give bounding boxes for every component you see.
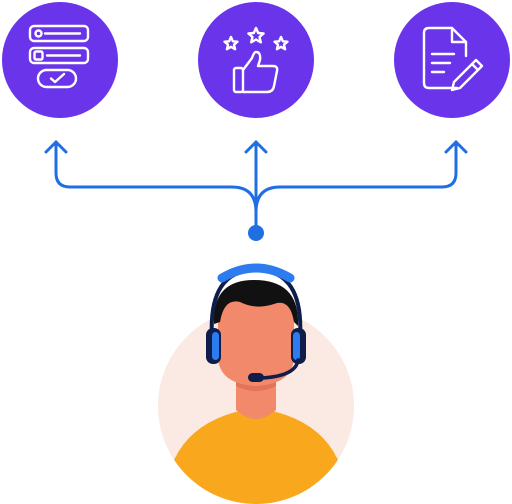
arrow-to-document: [254, 140, 458, 214]
hair: [213, 280, 299, 326]
arrow-to-form: [54, 140, 258, 214]
arrowhead-left: [44, 140, 68, 154]
support-agent: [150, 260, 362, 504]
support-agent-headset-icon: [158, 263, 354, 504]
thumbs-up-rating-icon: [198, 2, 314, 118]
arrowhead-right: [444, 140, 468, 154]
feature-badge-document: [392, 0, 512, 120]
document-edit-icon: [394, 2, 510, 118]
headset-mic: [248, 373, 264, 382]
shirt: [164, 408, 348, 504]
headset-mic-boom: [260, 358, 300, 380]
headset-band-top: [217, 263, 295, 283]
feature-badge-rating: [196, 0, 316, 120]
feature-badge-form: [0, 0, 120, 120]
form-checklist-icon: [2, 2, 118, 118]
connector-hub-dot: [248, 225, 264, 241]
connector-arrows: [0, 120, 512, 250]
branching-arrows: [44, 140, 468, 241]
face: [218, 288, 294, 386]
arrowhead-middle: [244, 140, 268, 154]
